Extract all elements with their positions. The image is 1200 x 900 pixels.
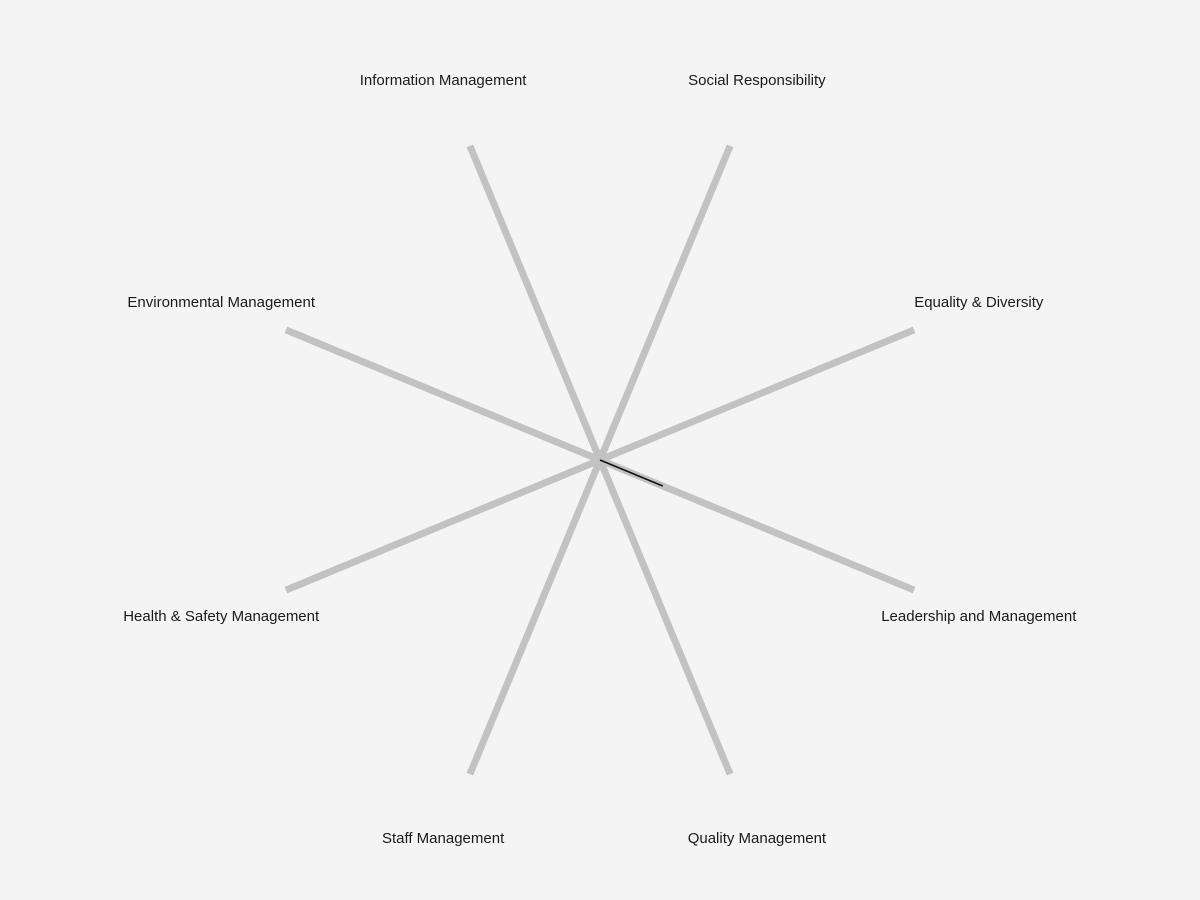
- series-layer: [599, 459, 664, 487]
- axis-label-staff-management: Staff Management: [382, 830, 505, 847]
- axis-label-equality-and-diversity: Equality & Diversity: [914, 294, 1044, 311]
- axis-spoke-environmental-management: [284, 326, 602, 464]
- axis-spoke-information-management: [466, 144, 604, 462]
- axis-spoke-social-responsibility: [596, 144, 734, 462]
- axis-label-information-management: Information Management: [360, 72, 528, 89]
- series-0-shape: [599, 459, 664, 487]
- axis-label-health-and-safety-management: Health & Safety Management: [123, 608, 320, 625]
- axis-label-quality-management: Quality Management: [688, 830, 827, 847]
- axis-label-environmental-management: Environmental Management: [127, 294, 315, 311]
- axis-spoke-health-and-safety-management: [284, 456, 602, 594]
- axis-label-leadership-and-management: Leadership and Management: [881, 608, 1077, 625]
- axis-spokes: [284, 144, 916, 776]
- axis-spoke-quality-management: [596, 458, 734, 776]
- axis-spoke-staff-management: [466, 458, 604, 776]
- axis-label-social-responsibility: Social Responsibility: [688, 72, 826, 89]
- axis-spoke-equality-and-diversity: [598, 326, 916, 464]
